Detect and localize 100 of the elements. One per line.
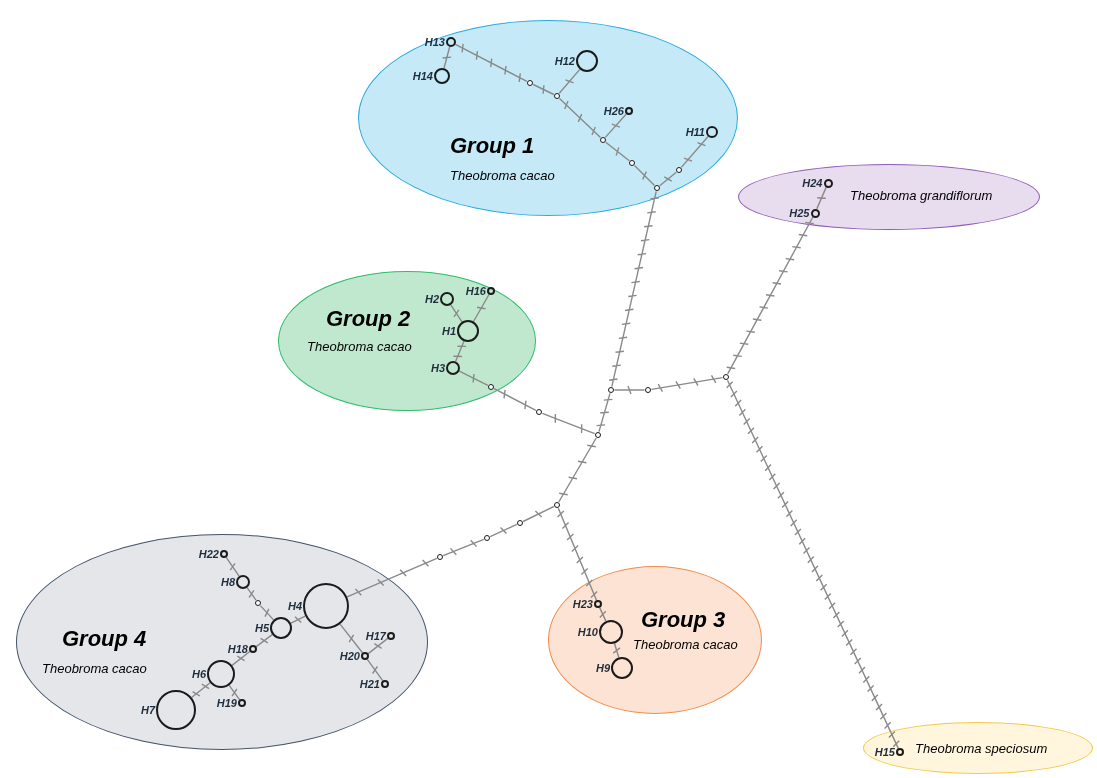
median-dot xyxy=(553,501,561,509)
network-link xyxy=(452,340,467,363)
network-link xyxy=(231,650,251,667)
haplotype-label: H8 xyxy=(220,576,235,588)
haplotype-label: H1 xyxy=(441,325,456,337)
network-link xyxy=(190,682,211,699)
haplotype-circle xyxy=(220,550,228,558)
median-dot xyxy=(675,166,683,174)
group-title: Group 2 xyxy=(326,306,411,332)
haplotype-circle xyxy=(576,50,598,72)
network-link xyxy=(613,385,646,395)
haplotype-circle xyxy=(487,287,495,295)
haplotype-circle xyxy=(446,37,456,47)
haplotype-circle xyxy=(625,107,633,115)
haplotype-label: H13 xyxy=(424,36,445,48)
haplotype-circle xyxy=(387,632,395,640)
haplotype-label: H12 xyxy=(554,55,575,67)
median-dot xyxy=(535,408,543,416)
haplotype-circle xyxy=(594,600,602,608)
haplotype-circle xyxy=(611,657,633,679)
haplotype-circle xyxy=(457,320,479,342)
median-dot xyxy=(599,136,607,144)
network-link xyxy=(441,46,452,69)
haplotype-label: H24 xyxy=(802,177,823,189)
network-link xyxy=(726,216,815,375)
median-dot xyxy=(644,386,652,394)
haplotype-circle xyxy=(823,178,833,188)
median-dot xyxy=(516,519,524,527)
network-link xyxy=(290,615,306,624)
haplotype-label: H2 xyxy=(424,293,439,305)
species-name: Theobroma speciosum xyxy=(915,741,1048,756)
species-name: Theobroma grandiflorum xyxy=(850,188,993,203)
network-link xyxy=(346,557,438,598)
haplotype-label: H9 xyxy=(595,662,610,674)
haplotype-label: H4 xyxy=(287,600,302,612)
network-link xyxy=(604,113,627,139)
network-link xyxy=(599,606,607,622)
haplotype-label: H23 xyxy=(572,598,593,610)
species-name: Theobroma cacao xyxy=(42,661,147,676)
network-link xyxy=(493,387,537,412)
median-dot xyxy=(653,184,661,192)
network-link xyxy=(556,507,598,601)
group-title: Group 3 xyxy=(641,607,726,633)
median-dot xyxy=(553,92,561,100)
network-link xyxy=(442,538,485,557)
network-link xyxy=(255,633,273,648)
network-link xyxy=(259,604,275,621)
network-link xyxy=(339,623,364,654)
network-link xyxy=(454,43,528,83)
species-name: Theobroma cacao xyxy=(307,339,412,354)
network-link xyxy=(725,379,900,750)
haplotype-circle xyxy=(810,208,820,218)
haplotype-circle xyxy=(303,583,349,629)
haplotype-label: H22 xyxy=(198,548,219,560)
network-link xyxy=(228,684,241,701)
haplotype-circle xyxy=(599,620,623,644)
group-title: Group 1 xyxy=(450,133,535,159)
median-dot xyxy=(254,599,262,607)
network-link xyxy=(558,68,581,94)
haplotype-label: H5 xyxy=(254,622,269,634)
species-name: Theobroma cacao xyxy=(450,168,555,183)
median-dot xyxy=(436,553,444,561)
median-dot xyxy=(483,534,491,542)
network-link xyxy=(522,505,555,523)
haplotype-label: H19 xyxy=(216,697,237,709)
haplotype-label: H17 xyxy=(365,630,386,642)
haplotype-circle xyxy=(381,680,389,688)
haplotype-circle xyxy=(238,699,246,707)
haplotype-label: H6 xyxy=(191,668,206,680)
haplotype-circle xyxy=(706,126,718,138)
network-link xyxy=(225,556,240,577)
network-link xyxy=(608,190,660,388)
network-link xyxy=(816,186,827,210)
haplotype-label: H11 xyxy=(685,126,705,138)
median-dot xyxy=(526,79,534,87)
haplotype-label: H20 xyxy=(339,650,360,662)
network-link xyxy=(367,637,389,655)
haplotype-circle xyxy=(270,617,292,639)
haplotype-label: H21 xyxy=(359,678,380,690)
group-title: Group 4 xyxy=(62,626,147,652)
network-link xyxy=(541,412,596,435)
network-link xyxy=(605,141,630,162)
median-dot xyxy=(607,386,615,394)
haplotype-circle xyxy=(236,575,250,589)
median-dot xyxy=(594,431,602,439)
haplotype-label: H7 xyxy=(140,704,155,716)
network-link xyxy=(558,97,602,139)
haplotype-label: H3 xyxy=(430,362,445,374)
network-link xyxy=(633,164,656,187)
network-link xyxy=(366,658,384,682)
species-name: Theobroma cacao xyxy=(633,637,738,652)
haplotype-label: H16 xyxy=(465,285,486,297)
haplotype-label: H18 xyxy=(227,643,248,655)
network-link xyxy=(680,135,709,169)
network-link xyxy=(558,437,597,503)
haplotype-label: H26 xyxy=(603,105,624,117)
network-link xyxy=(612,642,621,659)
haplotype-circle xyxy=(446,361,460,375)
median-dot xyxy=(628,159,636,167)
network-link xyxy=(595,392,614,433)
